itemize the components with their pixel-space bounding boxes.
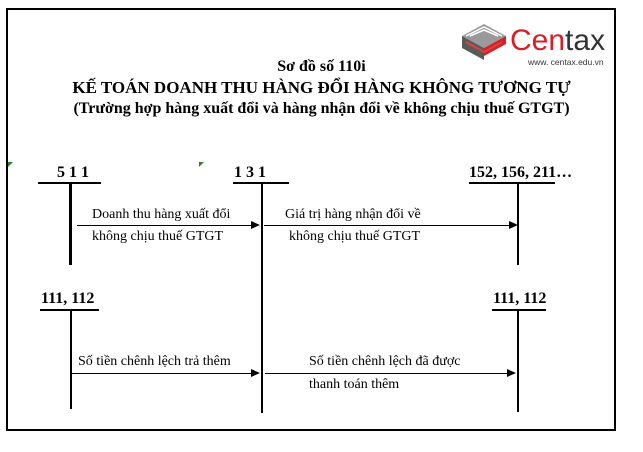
comment-marker-icon — [199, 162, 204, 167]
entry-3-line-1: Số tiền chênh lệch trả thêm — [78, 354, 231, 369]
diagram-title: KẾ TOÁN DOANH THU HÀNG ĐỔI HÀNG KHÔNG TƯ… — [72, 78, 571, 97]
arrow-131-to-111 — [265, 369, 516, 377]
account-111-left-t-stem — [70, 309, 72, 409]
entry-2-line-1: Giá trị hàng nhận đổi về — [285, 207, 421, 222]
entry-4-line-1: Số tiền chênh lệch đã được — [309, 354, 461, 369]
account-511-label: 5 1 1 — [57, 164, 89, 181]
comment-marker-icon — [8, 162, 13, 167]
logo-url: www. centax.edu.vn — [528, 57, 604, 67]
account-131-label: 1 3 1 — [234, 164, 266, 181]
entry-2-line-2: không chịu thuế GTGT — [289, 229, 421, 244]
logo-brand: Centax — [510, 24, 605, 58]
account-152-t-bar — [469, 182, 555, 184]
cube-logo-icon — [462, 24, 506, 60]
account-131-t-stem — [261, 182, 263, 413]
diagram-number: Sơ đồ số 110i — [277, 58, 366, 75]
entry-1-line-2: không chịu thuế GTGT — [92, 229, 224, 244]
logo-brand-tax: tax — [565, 24, 606, 57]
account-111-right-t-bar — [492, 309, 546, 311]
entry-1-line-1: Doanh thu hàng xuất đổi — [92, 207, 231, 222]
centax-logo: Centax www. centax.edu.vn — [458, 20, 618, 68]
arrow-511-to-131 — [77, 221, 260, 229]
account-511-t-stem — [69, 182, 72, 265]
arrow-111-to-131 — [71, 369, 260, 377]
account-111-left-t-bar — [40, 309, 99, 311]
diagram-frame — [6, 8, 616, 431]
logo-brand-cen: Cen — [510, 24, 566, 57]
account-152-156-211-label: 152, 156, 211… — [469, 164, 573, 181]
arrow-131-to-152 — [264, 221, 518, 229]
entry-4-line-2: thanh toán thêm — [309, 377, 400, 392]
diagram-subtitle: (Trường hợp hàng xuất đổi và hàng nhận đ… — [73, 100, 570, 117]
account-111-112-right-label: 111, 112 — [493, 290, 547, 307]
account-111-112-left-label: 111, 112 — [41, 290, 95, 307]
account-152-t-stem — [517, 182, 519, 265]
account-111-right-t-stem — [517, 309, 519, 412]
